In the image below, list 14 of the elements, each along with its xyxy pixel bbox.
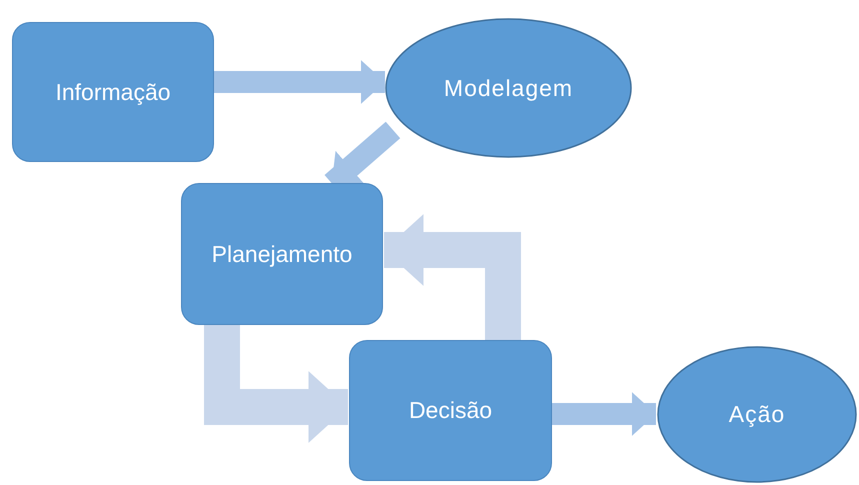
block-arrow — [552, 392, 656, 436]
block-arrow — [204, 325, 348, 443]
process-box — [181, 183, 383, 325]
node-label: Modelagem — [444, 74, 574, 102]
process-box — [349, 340, 552, 481]
block-arrow — [384, 214, 521, 340]
node-label: Informação — [55, 78, 171, 106]
node-label: Planejamento — [212, 240, 352, 268]
ellipse-node — [657, 346, 857, 483]
node-label: Decisão — [408, 397, 492, 424]
node-label: Ação — [728, 401, 786, 428]
ellipse-node — [385, 18, 632, 158]
block-arrow — [214, 60, 385, 104]
process-box — [12, 22, 214, 162]
